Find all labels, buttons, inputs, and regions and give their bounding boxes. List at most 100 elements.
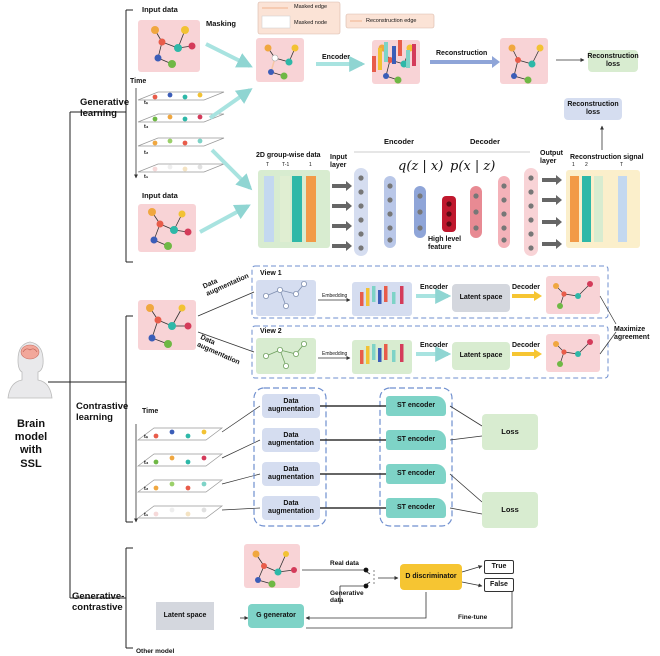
- graph-input-top: [151, 26, 196, 68]
- true-box: True: [484, 560, 514, 574]
- loss-box-1: Loss: [482, 414, 538, 450]
- time-tick-gen-0: tₙ: [144, 100, 149, 106]
- vae-layers: [354, 168, 538, 256]
- groupwise-tick-2: 1: [309, 162, 312, 168]
- aug-st-lines: [320, 405, 386, 509]
- time-tick-gen-3: t₁: [144, 174, 149, 180]
- time-tick-con-3: t₁: [144, 512, 149, 518]
- encoder-label-c2: Encoder: [420, 342, 449, 349]
- aug-container: [253, 387, 327, 527]
- legend-masked-node: Masked node: [294, 20, 328, 26]
- section-other: Other model: [136, 648, 175, 655]
- encoder-label-c1: Encoder: [420, 284, 449, 291]
- masking-label: Masking: [206, 19, 237, 28]
- graph-contrastive-input: [146, 304, 192, 348]
- recon-loss-box-2: Reconstruction loss: [564, 98, 622, 120]
- false-box: False: [484, 578, 514, 592]
- reconstruction-label: Reconstruction: [436, 50, 488, 57]
- tree-lines: [48, 9, 133, 649]
- high-level-label: High level feature: [428, 236, 462, 252]
- output-layer-arrows: [542, 175, 562, 249]
- graph-contrastive-out: [553, 281, 593, 367]
- view2-label: View 2: [260, 328, 282, 335]
- graph-gencon: [252, 550, 297, 588]
- latent-space-box-1: Latent space: [452, 284, 510, 312]
- p-formula: p(x | z): [450, 159, 496, 174]
- graph-encoded: [372, 40, 416, 84]
- real-data-label: Real data: [330, 560, 359, 567]
- recon-tick-2: T: [620, 162, 624, 168]
- output-layer-label: Output layer: [540, 150, 563, 166]
- loss-box-2: Loss: [482, 492, 538, 528]
- legend-masked-edge: Masked edge: [294, 4, 328, 10]
- section-generative: Generative learning: [80, 97, 130, 119]
- legend-recon-edge: Reconstruction edge: [366, 18, 417, 24]
- time-tick-gen-1: t₃: [144, 124, 149, 130]
- input-layer-arrows: [332, 181, 352, 251]
- recon-signal-label: Reconstruction signal: [570, 154, 644, 161]
- head-icon: [7, 341, 53, 399]
- masking-arrows: [199, 42, 253, 234]
- legend-recon-box: [345, 13, 435, 29]
- section-gencon: Generative-contrastive: [72, 591, 125, 613]
- aug-box-2: Data augmentation: [262, 428, 320, 452]
- vae-neurons: [358, 175, 534, 251]
- embedding-label-1: Embedding: [322, 293, 348, 299]
- root-title: Brain model with SSL: [14, 418, 48, 470]
- st-loss-lines: [449, 405, 483, 515]
- view2-container: [251, 325, 609, 379]
- graph-reconstructed: [508, 44, 544, 84]
- finetune-label: Fine-tune: [458, 614, 488, 621]
- input-data-bottom-label: Input data: [142, 191, 178, 200]
- time-label-generative: Time: [130, 78, 147, 85]
- view1-container: [251, 265, 609, 319]
- recon-tick-0: 1: [572, 162, 575, 168]
- embedding-label-2: Embedding: [322, 351, 348, 357]
- st-container: [379, 387, 453, 527]
- input-data-top-label: Input data: [142, 5, 178, 14]
- view1-label: View 1: [260, 270, 282, 277]
- st-encoder-box-4: ST encoder: [386, 498, 446, 518]
- vae-encoder-label: Encoder: [384, 137, 415, 146]
- gencon-lines: [240, 565, 513, 629]
- time-tick-con-1: t₃: [144, 460, 149, 466]
- encoder-label-top: Encoder: [322, 54, 351, 61]
- recon-loss-box-1: Reconstruction loss: [587, 50, 639, 72]
- discriminator-box: D discriminator: [400, 564, 462, 590]
- time-label-contrastive: Time: [142, 408, 159, 415]
- decoder-label-c1: Decoder: [512, 284, 541, 291]
- st-encoder-box-3: ST encoder: [386, 464, 446, 484]
- decoder-label-c2: Decoder: [512, 342, 541, 349]
- latent-space-box-2: Latent space: [452, 342, 510, 370]
- q-formula: q(z | x): [398, 159, 444, 174]
- groupwise-label: 2D group-wise data: [256, 152, 321, 159]
- time-tick-con-2: t₂: [144, 486, 149, 492]
- graph-input-bottom: [148, 208, 192, 250]
- time-tick-con-0: tₙ: [144, 434, 149, 440]
- aug-box-1: Data augmentation: [262, 394, 320, 418]
- time-nodes-generative: [152, 92, 203, 172]
- graph-masked: [264, 44, 299, 80]
- aug-line-view2: [197, 331, 255, 353]
- time-tick-gen-2: t₂: [144, 150, 149, 156]
- time-slices-contrastive: [136, 427, 224, 519]
- aug-box-4: Data augmentation: [262, 496, 320, 520]
- st-encoder-box-1: ST encoder: [386, 396, 446, 416]
- groupwise-tick-0: T: [266, 162, 270, 168]
- groupwise-tick-1: T-1: [282, 162, 290, 168]
- recon-tick-1: 2: [585, 162, 588, 168]
- embedding-bars: [360, 286, 404, 364]
- vae-decoder-label: Decoder: [470, 137, 501, 146]
- section-contrastive: Contrastive learning: [76, 401, 129, 423]
- st-encoder-box-2: ST encoder: [386, 430, 446, 450]
- gencon-latent-box: Latent space: [156, 602, 214, 630]
- aug-line-view1: [197, 291, 255, 317]
- time-slices-generative: [137, 91, 225, 173]
- generative-data-label: Generative data: [330, 590, 364, 605]
- generator-box: G generator: [248, 604, 304, 628]
- input-layer-label: Input layer: [330, 154, 348, 170]
- time-nodes-contrastive: [153, 429, 207, 517]
- aug-box-3: Data augmentation: [262, 462, 320, 486]
